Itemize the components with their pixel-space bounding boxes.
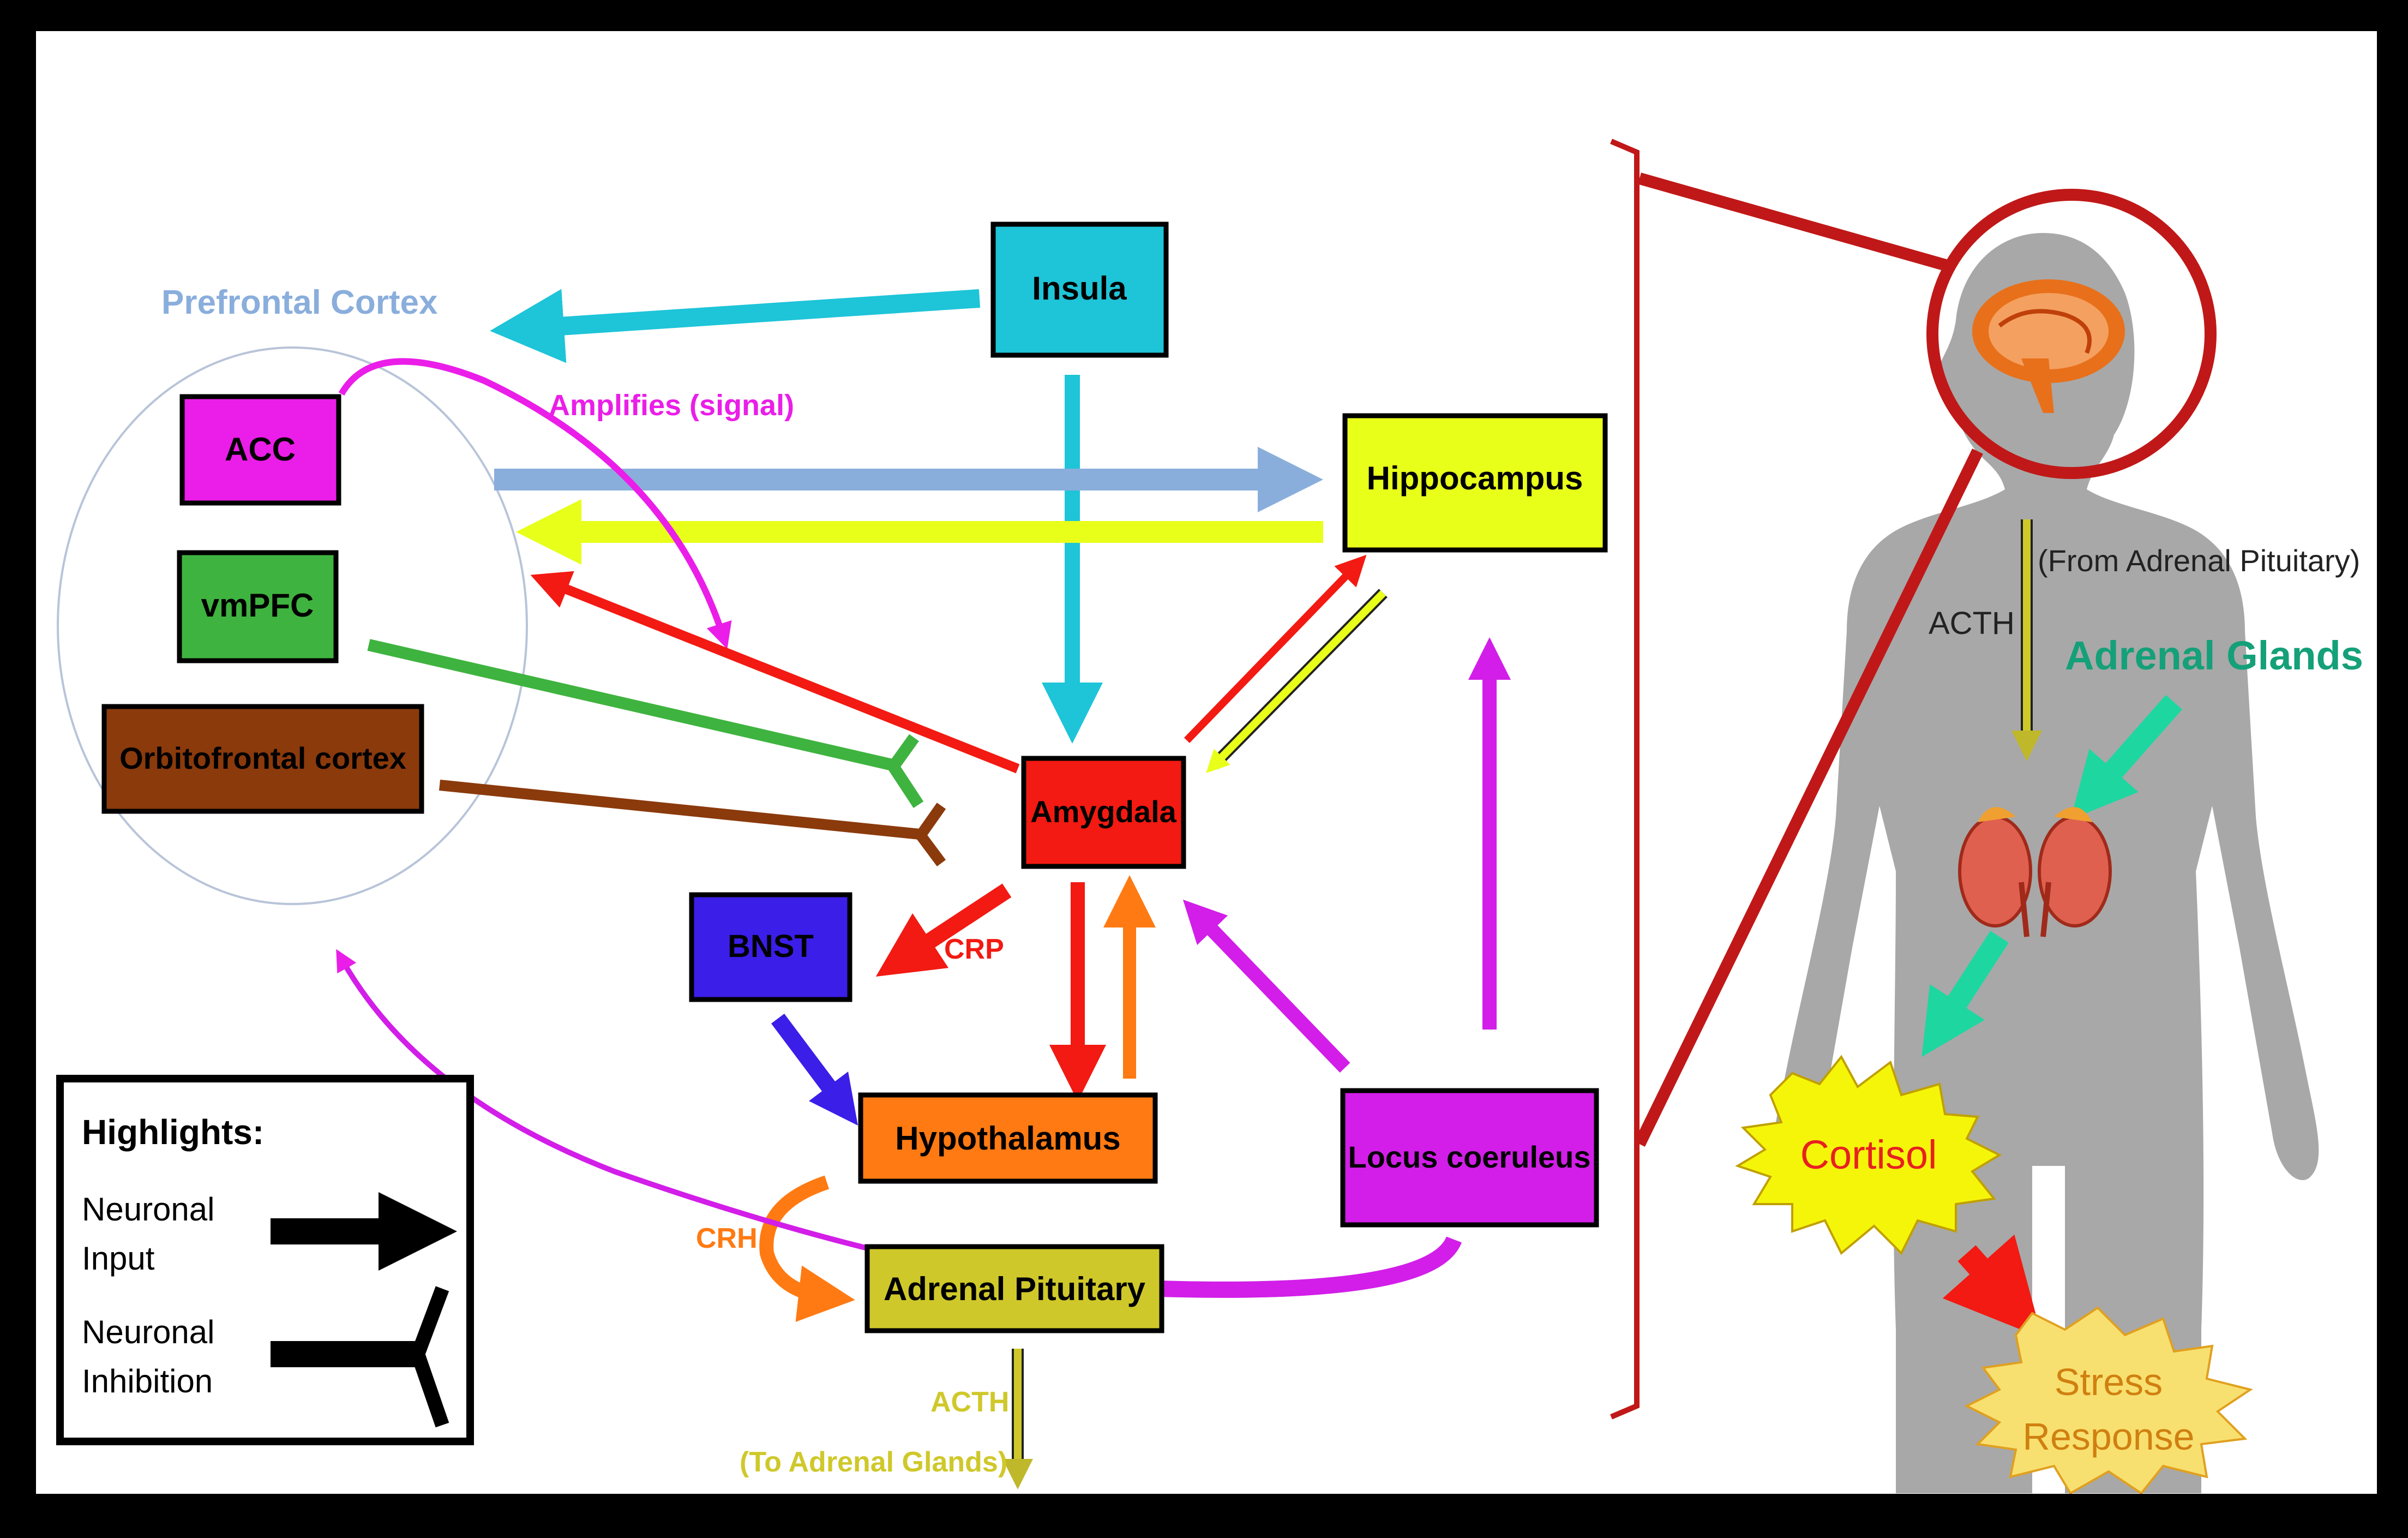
arrow-bnst-to-hypothalamus bbox=[771, 1014, 858, 1126]
acth-body-label: ACTH bbox=[1929, 606, 2015, 641]
legend-input-line1: Neuronal bbox=[82, 1191, 215, 1228]
acth-bottom-label: ACTH bbox=[930, 1386, 1009, 1418]
arrow-locus-to-amygdala bbox=[1182, 899, 1350, 1073]
stress-response-burst: Stress Response bbox=[1964, 1306, 2253, 1494]
kidneys-icon bbox=[1958, 807, 2112, 937]
arrow-hypothalamus-to-pituitary-crh bbox=[759, 1175, 855, 1322]
legend-title: Highlights: bbox=[82, 1112, 264, 1152]
node-bnst-label: BNST bbox=[728, 929, 814, 964]
arrow-kidneys-to-cortisol bbox=[1921, 931, 2009, 1057]
node-vmpfc-label: vmPFC bbox=[201, 587, 314, 624]
zoom-line-bottom bbox=[1634, 448, 1983, 1147]
node-adrenal-pituitary-label: Adrenal Pituitary bbox=[884, 1271, 1146, 1307]
arrow-to-adrenal-glands bbox=[2070, 695, 2182, 819]
stress-response-line1: Stress bbox=[2055, 1361, 2163, 1403]
node-orbitofrontal[interactable]: Orbitofrontal cortex bbox=[101, 704, 424, 814]
arrow-hippocampus-to-amygdala bbox=[1206, 589, 1388, 773]
arrow-insula-to-prefrontal bbox=[490, 289, 981, 363]
legend-input-line2: Input bbox=[82, 1240, 155, 1277]
prefrontal-cortex-label: Prefrontal Cortex bbox=[161, 284, 438, 321]
crh-label: CRH bbox=[696, 1223, 758, 1254]
cortisol-label: Cortisol bbox=[1800, 1132, 1937, 1177]
zoom-circle bbox=[1926, 189, 2217, 479]
node-hippocampus[interactable]: Hippocampus bbox=[1342, 413, 1608, 553]
arrow-amygdala-to-bnst bbox=[875, 883, 1012, 977]
node-acc[interactable]: ACC bbox=[179, 394, 341, 506]
stress-response-line2: Response bbox=[2022, 1415, 2194, 1458]
brain-icon bbox=[1972, 279, 2125, 413]
node-vmpfc[interactable]: vmPFC bbox=[177, 550, 339, 663]
bracket bbox=[1610, 139, 1640, 1420]
node-bnst[interactable]: BNST bbox=[689, 892, 852, 1002]
legend-inhibition-line2: Inhibition bbox=[82, 1363, 213, 1399]
zoom-line-top bbox=[1638, 172, 1949, 272]
node-hippocampus-label: Hippocampus bbox=[1367, 460, 1583, 496]
arrow-acc-amplifies bbox=[338, 358, 732, 649]
to-adrenal-glands-label: (To Adrenal Glands) bbox=[740, 1446, 1007, 1478]
legend-box: Highlights: Neuronal Input Neuronal Inhi… bbox=[56, 1075, 474, 1445]
node-locus-coeruleus[interactable]: Locus coeruleus bbox=[1340, 1088, 1599, 1228]
amplifies-label: Amplifies (signal) bbox=[549, 389, 794, 422]
inhibition-orbitofrontal-to-amygdala bbox=[439, 780, 946, 866]
node-insula[interactable]: Insula bbox=[990, 222, 1169, 358]
arrow-cortisol-to-stress bbox=[1942, 1234, 2043, 1338]
adrenal-glands-label: Adrenal Glands bbox=[2065, 633, 2363, 678]
locus-tail-wide bbox=[1159, 1236, 1462, 1298]
node-amygdala[interactable]: Amygdala bbox=[1021, 756, 1186, 869]
legend-inhibition-symbol bbox=[271, 1286, 449, 1428]
legend-inhibition-line1: Neuronal bbox=[82, 1314, 215, 1350]
prefrontal-cortex-region bbox=[57, 346, 528, 905]
node-hypothalamus-label: Hypothalamus bbox=[895, 1120, 1120, 1157]
node-locus-coeruleus-label: Locus coeruleus bbox=[1348, 1140, 1590, 1174]
diagram-canvas: Prefrontal Cortex Amplifies (signal) CRP… bbox=[36, 31, 2377, 1494]
node-amygdala-label: Amygdala bbox=[1030, 794, 1176, 829]
node-hypothalamus[interactable]: Hypothalamus bbox=[858, 1092, 1158, 1184]
cortisol-burst: Cortisol bbox=[1735, 1055, 2002, 1255]
from-adrenal-pituitary-label: (From Adrenal Pituitary) bbox=[2038, 543, 2360, 578]
arrow-amygdala-to-prefrontal bbox=[530, 571, 1020, 774]
inhibition-vmpfc-to-amygdala bbox=[367, 639, 924, 809]
crp-label: CRP bbox=[944, 933, 1004, 965]
node-acc-label: ACC bbox=[225, 431, 296, 468]
node-adrenal-pituitary[interactable]: Adrenal Pituitary bbox=[864, 1244, 1164, 1333]
arrow-amygdala-to-hippocampus bbox=[1184, 554, 1367, 743]
node-orbitofrontal-label: Orbitofrontal cortex bbox=[119, 741, 406, 775]
node-insula-label: Insula bbox=[1032, 270, 1127, 307]
